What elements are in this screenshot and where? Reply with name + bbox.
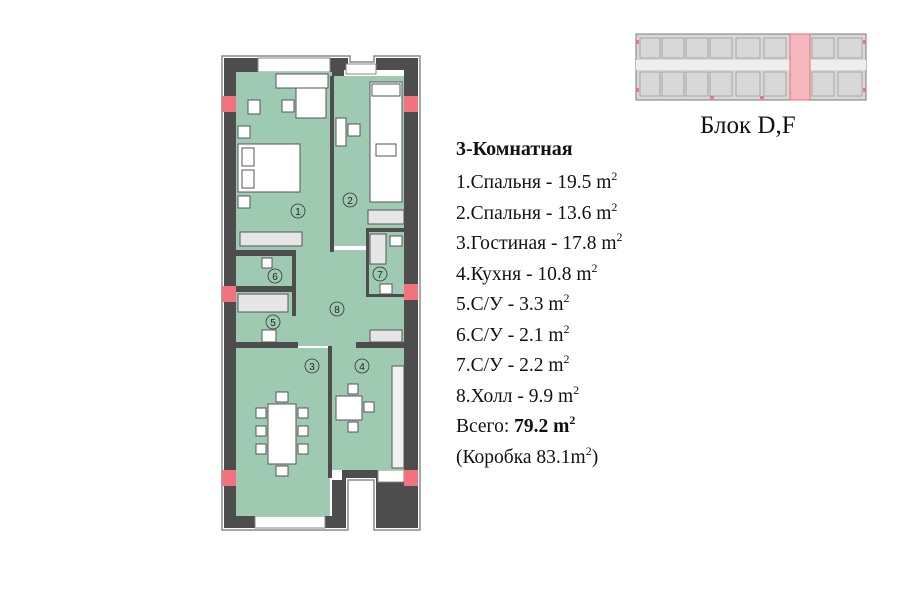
room-number: 3 bbox=[309, 362, 315, 373]
room-marker bbox=[354, 358, 370, 374]
room-legend: 3-Комнатная 1.Спальня - 19.5 m2 2.Спальн… bbox=[456, 136, 623, 473]
total-area: Всего: 79.2 m2 bbox=[456, 413, 576, 437]
pillow-3 bbox=[371, 83, 401, 97]
chair-bottom bbox=[275, 465, 289, 477]
hall-wardrobe bbox=[369, 329, 403, 343]
kitchen-counter bbox=[391, 365, 405, 469]
dining-table bbox=[267, 403, 297, 465]
room-marker bbox=[372, 266, 388, 282]
column bbox=[404, 96, 418, 112]
wall-1-2 bbox=[330, 76, 334, 252]
room-numbers: 1 2 3 4 5 6 7 8 bbox=[265, 192, 388, 374]
chair-r3 bbox=[297, 443, 309, 455]
column bbox=[404, 284, 418, 300]
apartment-type-title: 3-Комнатная bbox=[456, 138, 573, 160]
key-plan-building bbox=[635, 33, 867, 101]
room-number: 1 bbox=[295, 207, 301, 218]
wall-1-bottom bbox=[236, 250, 296, 256]
wall-outline bbox=[221, 55, 421, 531]
chair-1 bbox=[281, 99, 295, 113]
wall-5-bottom bbox=[236, 342, 298, 348]
toilet-7 bbox=[379, 283, 393, 295]
chair-k2 bbox=[363, 401, 375, 413]
chair-k3 bbox=[347, 421, 359, 433]
room-marker bbox=[265, 314, 281, 330]
room-marker bbox=[267, 268, 283, 284]
room-marker bbox=[329, 301, 345, 317]
bed-2 bbox=[369, 81, 403, 203]
wall-6-5 bbox=[236, 286, 296, 292]
room-marker bbox=[290, 203, 306, 219]
nightstand-2 bbox=[237, 195, 251, 209]
pillow-2 bbox=[241, 169, 255, 189]
room-number: 4 bbox=[359, 362, 365, 373]
legend-row: 4.Кухня - 10.8 m2 bbox=[456, 260, 598, 285]
sink-5 bbox=[261, 329, 277, 343]
chair-l1 bbox=[255, 407, 267, 419]
wall-7-bottom bbox=[366, 294, 404, 297]
columns bbox=[222, 96, 418, 486]
nightstand-1 bbox=[237, 125, 251, 139]
wall-4-top bbox=[356, 342, 404, 348]
key-plan-corridor bbox=[636, 60, 866, 70]
box-area: (Коробка 83.1m2) bbox=[456, 443, 599, 468]
chair-l2 bbox=[255, 425, 267, 437]
key-plan-columns bbox=[636, 40, 866, 99]
chair-r2 bbox=[297, 425, 309, 437]
column bbox=[222, 470, 236, 486]
room-marker bbox=[342, 192, 358, 208]
column bbox=[222, 286, 236, 302]
sink-7 bbox=[389, 235, 403, 247]
shower-7 bbox=[369, 233, 387, 265]
toilet-6 bbox=[261, 257, 273, 269]
wardrobe-1 bbox=[239, 231, 303, 247]
bathtub bbox=[237, 293, 289, 313]
kitchen-table bbox=[335, 395, 363, 421]
room-number: 8 bbox=[334, 305, 340, 316]
column bbox=[404, 470, 418, 486]
wall-7-top bbox=[366, 228, 404, 232]
legend-row: 6.С/У - 2.1 m2 bbox=[456, 321, 570, 346]
wall-3-4 bbox=[328, 346, 332, 478]
chair-top bbox=[275, 391, 289, 403]
room-number: 2 bbox=[347, 196, 353, 207]
furniture bbox=[237, 73, 405, 477]
chair-3 bbox=[347, 123, 361, 137]
chair-k1 bbox=[347, 383, 359, 395]
pillow-4 bbox=[375, 143, 397, 157]
room-number: 6 bbox=[272, 272, 278, 283]
legend-row: 1.Спальня - 19.5 m2 bbox=[456, 169, 618, 193]
legend-row: 8.Холл - 9.9 m2 bbox=[456, 382, 580, 407]
legend-row: 3.Гостиная - 17.8 m2 bbox=[456, 230, 623, 254]
legend-row: 2.Спальня - 13.6 m2 bbox=[456, 199, 618, 224]
room-number: 5 bbox=[270, 318, 276, 329]
legend-row: 5.С/У - 3.3 m2 bbox=[456, 291, 570, 315]
key-plan-units bbox=[639, 37, 863, 97]
room-marker bbox=[304, 358, 320, 374]
wall-5-right bbox=[292, 256, 296, 316]
chair-r1 bbox=[297, 407, 309, 419]
desk-2 bbox=[335, 117, 347, 147]
wall-7-left bbox=[366, 230, 369, 296]
chair-l3 bbox=[255, 443, 267, 455]
pillow-1 bbox=[241, 147, 255, 167]
key-plan-highlighted-unit bbox=[789, 33, 811, 101]
column bbox=[222, 96, 236, 112]
window-top-right bbox=[345, 63, 377, 75]
sofa bbox=[295, 87, 327, 119]
wardrobe-2 bbox=[367, 209, 405, 225]
room-number: 7 bbox=[377, 270, 383, 281]
chair-2 bbox=[247, 99, 261, 115]
legend-row: 7.С/У - 2.2 m2 bbox=[456, 352, 570, 376]
interior-walls bbox=[236, 76, 404, 478]
block-label: Блок D,F bbox=[700, 112, 796, 139]
